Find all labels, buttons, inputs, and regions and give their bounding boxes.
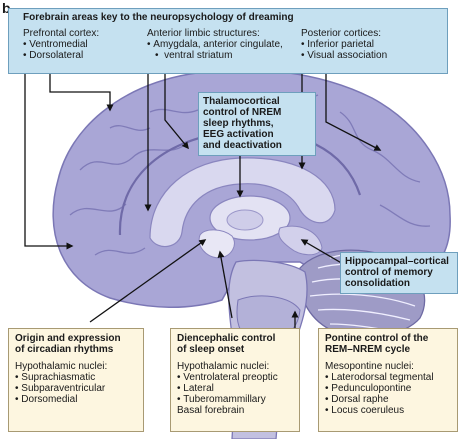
list-item: Dorsomedial — [15, 394, 137, 405]
list-item: Locus coeruleus — [325, 405, 451, 416]
prefrontal-label: Prefrontal cortex: — [23, 28, 99, 39]
list-item: Amygdala, anterior cingulate, — [147, 39, 283, 50]
limbic-list: Amygdala, anterior cingulate, ventral st… — [147, 39, 283, 61]
list-item: Ventromedial — [23, 39, 99, 50]
thalamocortical-line: sleep rhythms, — [203, 118, 311, 129]
thalamus-inner — [227, 210, 263, 230]
list-item: Inferior parietal — [301, 39, 387, 50]
forebrain-areas-title: Forebrain areas key to the neuropsycholo… — [23, 12, 294, 23]
thalamocortical-box: Thalamocortical control of NREM sleep rh… — [198, 92, 316, 156]
hippocampal-line: Hippocampal–cortical — [345, 256, 453, 267]
diencephalic-extra: Basal forebrain — [177, 405, 293, 416]
list-item: Dorsal raphe — [325, 394, 451, 405]
list-item: Subparaventricular — [15, 383, 137, 394]
forebrain-areas-box: Forebrain areas key to the neuropsycholo… — [8, 8, 448, 74]
posterior-list: Inferior parietal Visual association — [301, 39, 387, 61]
circadian-title: Origin and expression — [15, 333, 137, 344]
list-item: Suprachiasmatic — [15, 372, 137, 383]
thalamocortical-line: EEG activation — [203, 129, 311, 140]
list-item: Visual association — [301, 50, 387, 61]
circadian-box: Origin and expression of circadian rhyth… — [8, 328, 144, 432]
prefrontal-list: Ventromedial Dorsolateral — [23, 39, 99, 61]
diencephalic-title: of sleep onset — [177, 344, 293, 355]
thalamocortical-line: and deactivation — [203, 140, 311, 151]
pontine-subtitle: Mesopontine nuclei: — [325, 361, 451, 372]
thalamocortical-line: control of NREM — [203, 107, 311, 118]
diencephalic-subtitle: Hypothalamic nuclei: — [177, 361, 293, 372]
thalamocortical-line: Thalamocortical — [203, 96, 311, 107]
list-item: Dorsolateral — [23, 50, 99, 61]
diencephalic-box: Diencephalic control of sleep onset Hypo… — [170, 328, 300, 432]
list-item: Laterodorsal tegmental — [325, 372, 451, 383]
list-item-continued: ventral striatum — [147, 50, 283, 61]
circadian-list: Suprachiasmatic Subparaventricular Dorso… — [15, 372, 137, 405]
prefrontal-column: Prefrontal cortex: Ventromedial Dorsolat… — [23, 28, 99, 61]
pontine-title: Pontine control of the — [325, 333, 451, 344]
pontine-list: Laterodorsal tegmental Pedunculopontine … — [325, 372, 451, 416]
list-item: Ventrolateral preoptic — [177, 372, 293, 383]
pontine-title: REM–NREM cycle — [325, 344, 451, 355]
list-item-text: ventral striatum — [164, 50, 232, 61]
circadian-subtitle: Hypothalamic nuclei: — [15, 361, 137, 372]
pontine-box: Pontine control of the REM–NREM cycle Me… — [318, 328, 458, 432]
posterior-column: Posterior cortices: Inferior parietal Vi… — [301, 28, 387, 61]
posterior-label: Posterior cortices: — [301, 28, 387, 39]
circadian-title: of circadian rhythms — [15, 344, 137, 355]
diencephalic-list: Ventrolateral preoptic Lateral Tuberomam… — [177, 372, 293, 405]
limbic-label: Anterior limbic structures: — [147, 28, 283, 39]
list-item: Tuberomammillary — [177, 394, 293, 405]
list-item: Pedunculopontine — [325, 383, 451, 394]
hippocampal-line: control of memory — [345, 267, 453, 278]
hippocampal-box: Hippocampal–cortical control of memory c… — [340, 252, 458, 294]
hippocampal-line: consolidation — [345, 278, 453, 289]
list-item: Lateral — [177, 383, 293, 394]
diencephalic-title: Diencephalic control — [177, 333, 293, 344]
limbic-column: Anterior limbic structures: Amygdala, an… — [147, 28, 283, 61]
